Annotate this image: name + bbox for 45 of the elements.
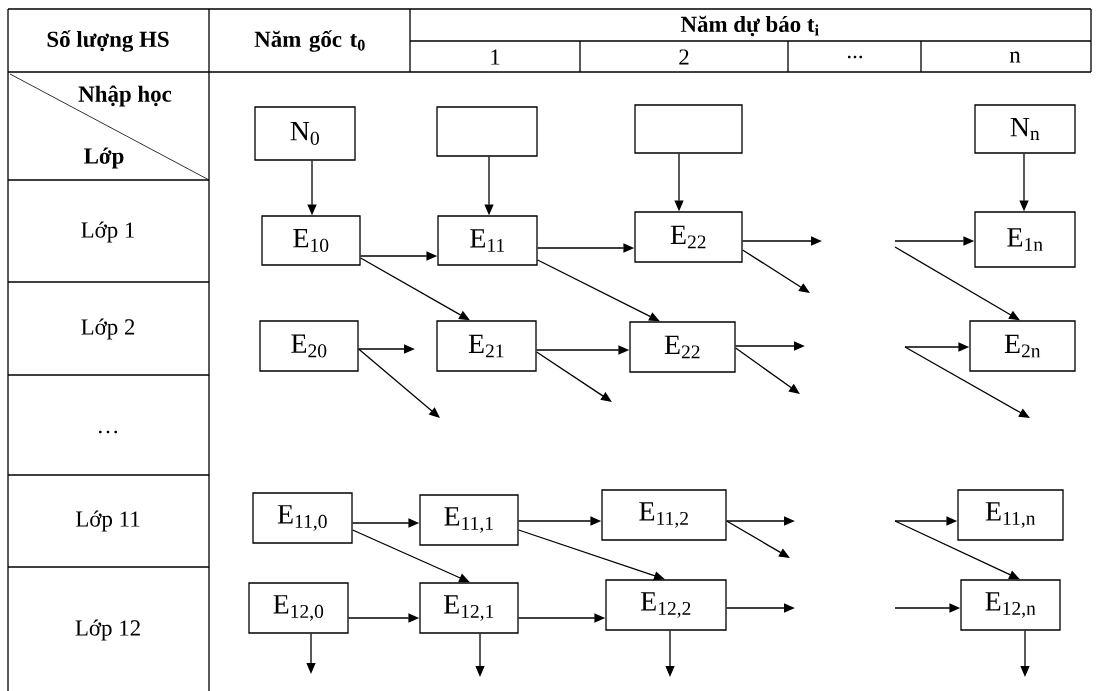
box: E$_{20}$	[259, 320, 359, 372]
row-label: Lớp 1	[81, 221, 134, 243]
column-header: ...	[847, 55, 863, 59]
arrow	[536, 351, 612, 402]
column-header: n	[1009, 51, 1021, 63]
box: E$_{12,1}$	[419, 582, 519, 634]
arrow	[894, 246, 1020, 321]
box: E$_{11,n}$	[957, 489, 1064, 541]
box: E$_{22}$	[634, 211, 743, 263]
box: E$_{11,0}$	[252, 492, 353, 544]
column-header: Năm dự báo t$_{i}$	[680, 15, 819, 37]
row-label: …	[98, 430, 118, 434]
row-label: Lớp 2	[81, 318, 135, 340]
arrow	[742, 249, 810, 293]
box: E$_{11}$	[437, 215, 538, 266]
column-header: 1	[491, 49, 500, 65]
arrow	[358, 348, 440, 418]
box: E$_{12,2}$	[605, 579, 727, 631]
arrow	[735, 347, 800, 394]
box: N$_{0}$	[254, 106, 356, 161]
column-header: Số lượng HS	[47, 30, 169, 52]
row-header: Lớp	[84, 147, 124, 169]
box: E$_{12,0}$	[248, 582, 349, 634]
box: E$_{22}$	[629, 321, 736, 373]
box: N$_{n}$	[974, 104, 1076, 154]
box: E$_{21}$	[436, 320, 537, 372]
arrow	[894, 520, 1020, 580]
arrow	[352, 529, 470, 583]
box: E$_{11,1}$	[419, 494, 519, 546]
row-label: Lớp 12	[75, 619, 140, 641]
column-header: 2	[679, 49, 689, 65]
empty-box	[634, 104, 743, 154]
box: E$_{11,2}$	[601, 489, 727, 541]
arrow	[360, 257, 470, 321]
row-header: Nhập học	[78, 85, 172, 107]
column-header: Năm gốc t$_{0}$	[254, 30, 365, 52]
arrow	[537, 259, 660, 322]
box: E$_{2n}$	[969, 320, 1076, 372]
box: E$_{10}$	[261, 215, 361, 266]
box: E$_{1n}$	[974, 211, 1076, 268]
box: E$_{12,n}$	[960, 579, 1061, 631]
row-label: Lớp 11	[76, 510, 140, 532]
arrow	[518, 529, 665, 581]
arrow	[726, 520, 790, 558]
empty-box	[436, 106, 538, 157]
